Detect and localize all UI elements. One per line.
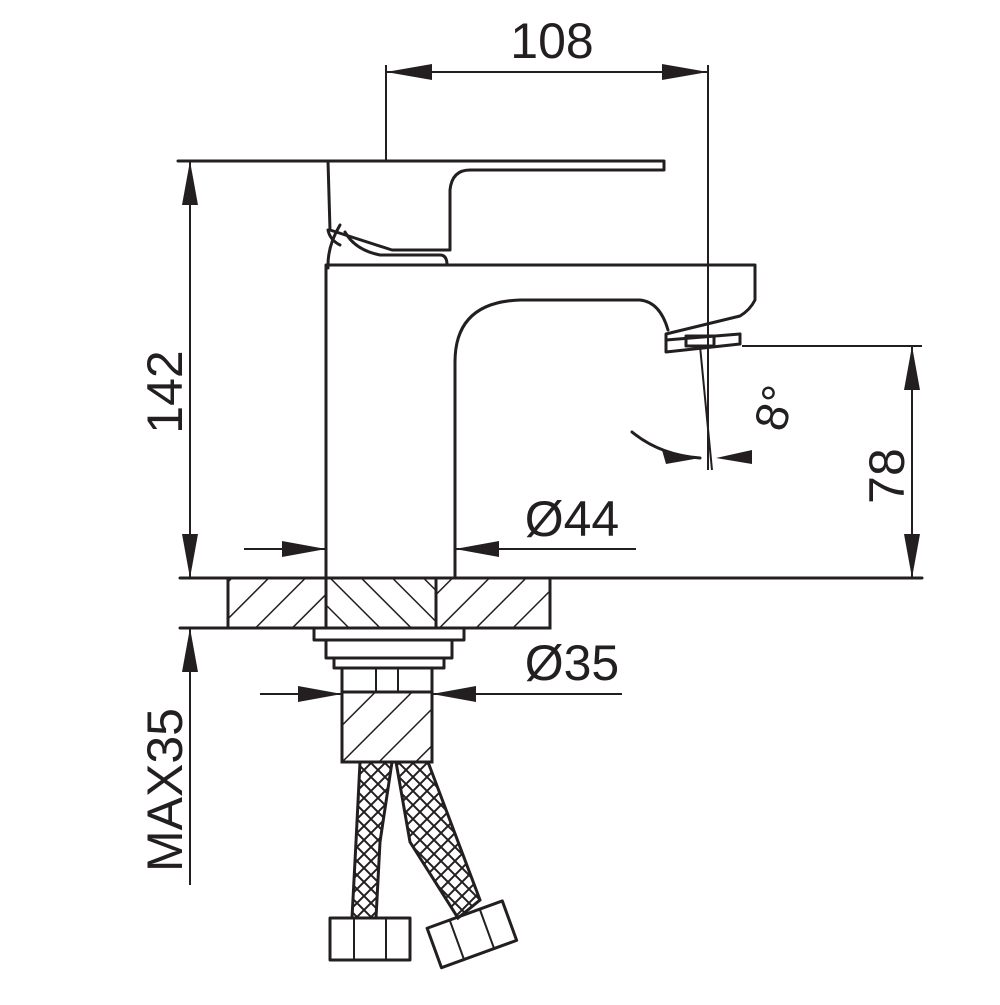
mounting-assembly	[312, 626, 466, 764]
arrow-head-icon	[386, 64, 432, 80]
width-dimension: 108	[385, 13, 709, 470]
base-diameter-label: Ø44	[525, 491, 620, 547]
thread-diameter-dimension: Ø35	[260, 635, 622, 702]
arrow-head-icon	[716, 450, 752, 464]
angle-ray	[699, 345, 713, 471]
arrow-head-icon	[455, 541, 499, 557]
height-dimension: 142	[137, 160, 330, 578]
angle-label: 8°	[744, 380, 806, 436]
arrow-head-icon	[662, 450, 700, 464]
angle-indicator: 8°	[630, 345, 806, 471]
shank-lower	[340, 690, 434, 764]
spout-height-dimension: 78	[742, 345, 922, 578]
base-diameter-dimension: Ø44	[244, 491, 636, 557]
width-label: 108	[510, 13, 593, 69]
arrow-head-icon	[904, 346, 920, 390]
max-thickness-label: MAX35	[137, 708, 193, 872]
arrow-head-icon	[282, 541, 326, 557]
thread-diameter-label: Ø35	[525, 635, 620, 691]
hose-nut-left	[328, 916, 412, 962]
supply-hoses	[328, 760, 519, 970]
arrow-head-icon	[182, 628, 198, 672]
max-thickness-dimension: MAX35	[137, 628, 198, 885]
arrow-head-icon	[182, 534, 198, 578]
height-label: 142	[137, 350, 193, 433]
countertop-section	[178, 576, 924, 630]
aerator	[684, 334, 716, 348]
hose-nut-right	[425, 899, 519, 970]
nut-top	[324, 638, 454, 660]
washer	[312, 626, 466, 642]
hose-left	[350, 760, 394, 920]
lever-handle	[176, 159, 666, 270]
hose-right	[394, 760, 482, 921]
arrow-head-icon	[298, 686, 342, 702]
arrow-head-icon	[662, 64, 708, 80]
arrow-head-icon	[182, 161, 198, 205]
arrow-head-icon	[432, 686, 476, 702]
shank-upper	[340, 666, 434, 694]
spout-height-label: 78	[859, 448, 915, 504]
arrow-head-icon	[904, 534, 920, 578]
